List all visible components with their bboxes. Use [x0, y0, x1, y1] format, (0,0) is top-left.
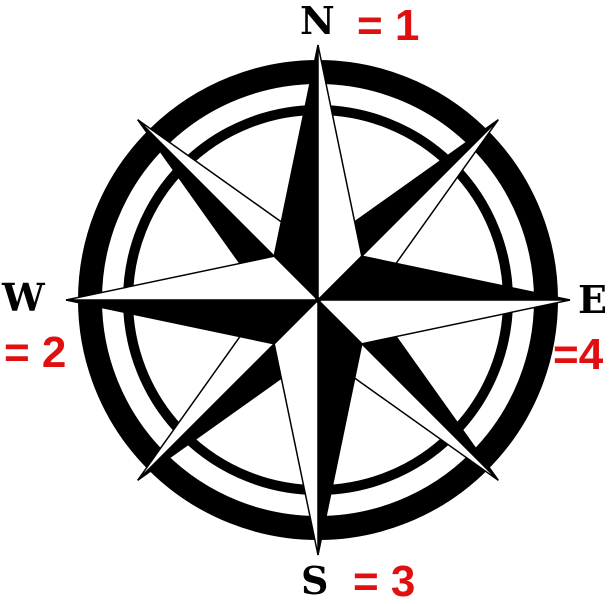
west-point-light-half — [65, 255, 320, 301]
east-value: =4 — [553, 330, 604, 379]
south-value: = 3 — [353, 557, 416, 604]
compass-star — [65, 44, 571, 556]
center-dot — [315, 297, 321, 303]
north-value: = 1 — [357, 1, 420, 50]
south-letter: S — [301, 558, 329, 603]
west-letter: W — [2, 275, 45, 320]
north-letter: N — [300, 0, 335, 43]
east-letter: E — [578, 277, 607, 322]
west-value: = 2 — [4, 328, 67, 377]
